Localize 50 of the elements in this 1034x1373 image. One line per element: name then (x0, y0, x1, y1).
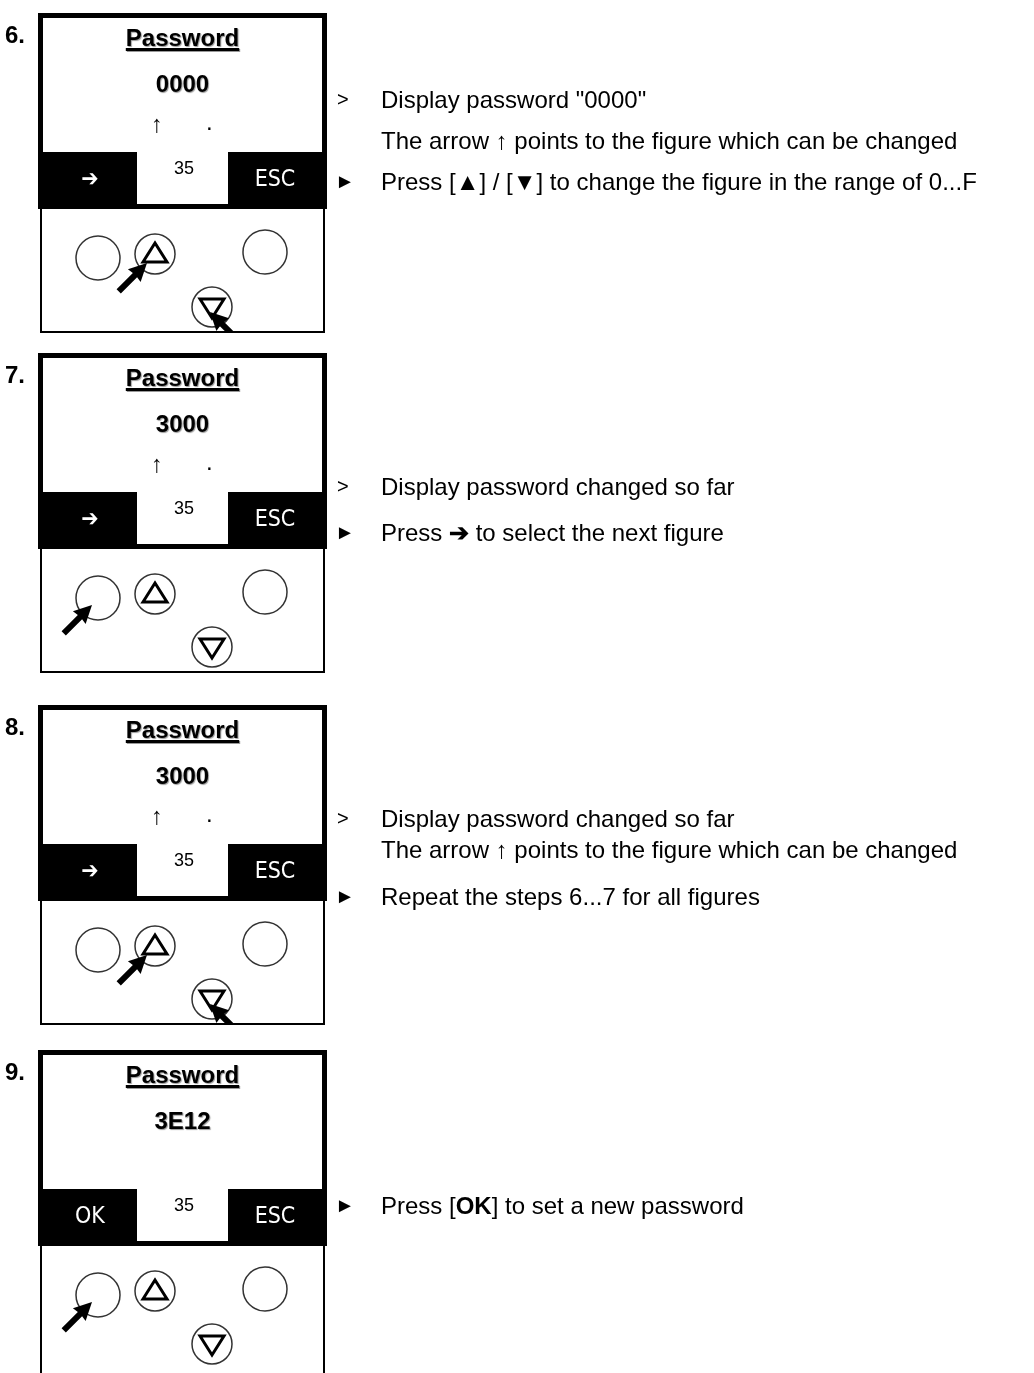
screen-title: Password (125, 364, 240, 392)
instruction-text: Press [OK] to set a new password (381, 1191, 744, 1221)
softkey: ESC (228, 844, 322, 896)
instruction-text: Display password changed so far (381, 472, 735, 502)
page-number: 35 (174, 1195, 195, 1216)
instruction-text: Press [▲] / [▼] to change the figure in the range of 0...F (381, 167, 978, 197)
instruction-text: Press ➔ to select the next figure (381, 518, 724, 548)
step-number: 7. (5, 361, 25, 389)
step-number: 6. (5, 21, 25, 49)
cursor-dot: . (206, 448, 213, 476)
softkey: ➔ (43, 844, 137, 896)
step-number: 9. (5, 1058, 25, 1086)
instruction-text: Display password "0000" (381, 85, 647, 115)
page-number: 35 (174, 158, 195, 179)
cursor-dot: . (206, 800, 213, 828)
display-screen (38, 13, 327, 209)
bullet-marker: ► (335, 520, 355, 545)
softkey: OK (43, 1189, 137, 1241)
display-screen (38, 1050, 327, 1246)
page-number: 35 (174, 850, 195, 871)
instruction-text: Repeat the steps 6...7 for all figures (381, 882, 760, 912)
bullet-marker: ► (335, 1193, 355, 1218)
softkey: ➔ (43, 152, 137, 204)
instruction-text: The arrow ↑ points to the figure which can be changed (381, 835, 958, 865)
password-value: 3000 (155, 762, 210, 790)
softkey: ESC (228, 1189, 322, 1241)
instruction-text: Display password changed so far (381, 804, 735, 834)
step-number: 8. (5, 713, 25, 741)
screen-title: Password (125, 1061, 240, 1089)
password-value: 3000 (155, 410, 210, 438)
bullet-marker: > (337, 474, 349, 499)
cursor-arrow: ↑ (151, 110, 163, 138)
softkey: ESC (228, 152, 322, 204)
cursor-arrow: ↑ (151, 450, 163, 478)
bullet-marker: ► (335, 884, 355, 909)
bullet-marker: > (337, 87, 349, 112)
instruction-text: The arrow ↑ points to the figure which can be changed (381, 126, 958, 156)
password-value: 0000 (155, 70, 210, 98)
cursor-dot: . (206, 108, 213, 136)
softkey: ➔ (43, 492, 137, 544)
bullet-marker: ► (335, 169, 355, 194)
cursor-arrow: ↑ (151, 802, 163, 830)
bullet-marker: > (337, 806, 349, 831)
softkey: ESC (228, 492, 322, 544)
page-number: 35 (174, 498, 195, 519)
display-screen (38, 705, 327, 901)
display-screen (38, 353, 327, 549)
password-value: 3E12 (154, 1107, 211, 1135)
screen-title: Password (125, 716, 240, 744)
screen-title: Password (125, 24, 240, 52)
